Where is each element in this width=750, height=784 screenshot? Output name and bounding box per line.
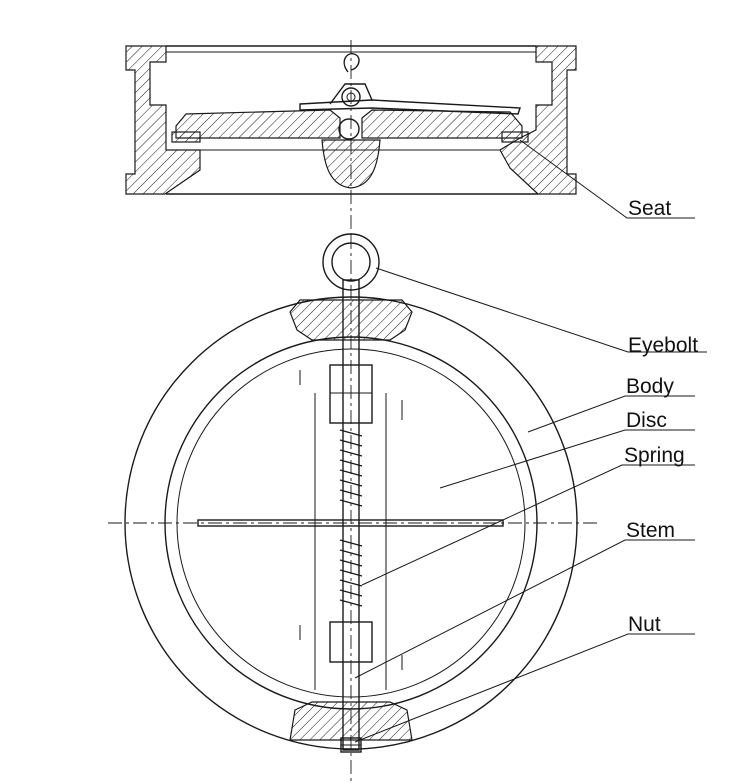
disc-hinge-plate bbox=[197, 519, 504, 527]
section-seat-right bbox=[501, 131, 529, 143]
top-boss bbox=[289, 299, 413, 341]
section-eye-hook bbox=[343, 53, 360, 73]
eyebolt-leader bbox=[375, 267, 707, 353]
front-view bbox=[108, 233, 600, 784]
spring-leader bbox=[361, 464, 695, 586]
disc-leader bbox=[439, 429, 695, 489]
eyebolt-ring-inner bbox=[331, 242, 371, 282]
stem-leader bbox=[354, 539, 695, 679]
lower-stem-block bbox=[329, 621, 373, 663]
label-stem: Stem bbox=[626, 519, 675, 542]
section-lever-arm bbox=[329, 83, 373, 105]
section-hub bbox=[321, 139, 381, 189]
leader-lines bbox=[354, 139, 707, 743]
body-outer-circle bbox=[124, 296, 578, 750]
stem-rod bbox=[342, 279, 360, 751]
section-view bbox=[125, 40, 577, 235]
labels: Seat Eyebolt Body Disc Spring Stem Nut bbox=[624, 197, 698, 636]
bottom-boss bbox=[289, 701, 413, 741]
section-hinge-pin-core bbox=[346, 92, 356, 102]
section-hinge-pin bbox=[341, 87, 361, 107]
upper-stem-block bbox=[329, 364, 373, 424]
nut-leader bbox=[354, 633, 695, 743]
disc-outer-circle bbox=[176, 348, 526, 698]
label-body: Body bbox=[626, 375, 674, 398]
section-body-left bbox=[125, 45, 201, 195]
section-disc-left bbox=[175, 109, 341, 139]
label-seat: Seat bbox=[628, 197, 671, 220]
section-stem-ring bbox=[338, 118, 360, 140]
seat-leader bbox=[519, 139, 695, 219]
label-spring: Spring bbox=[624, 444, 685, 467]
section-disc-right bbox=[361, 109, 523, 139]
section-seat-left bbox=[171, 131, 201, 143]
label-nut: Nut bbox=[628, 613, 661, 636]
body-leader bbox=[527, 395, 695, 433]
eyebolt-ring-outer bbox=[322, 233, 380, 291]
label-disc: Disc bbox=[626, 409, 667, 432]
label-eyebolt: Eyebolt bbox=[628, 334, 698, 357]
spring-coils bbox=[339, 429, 363, 607]
